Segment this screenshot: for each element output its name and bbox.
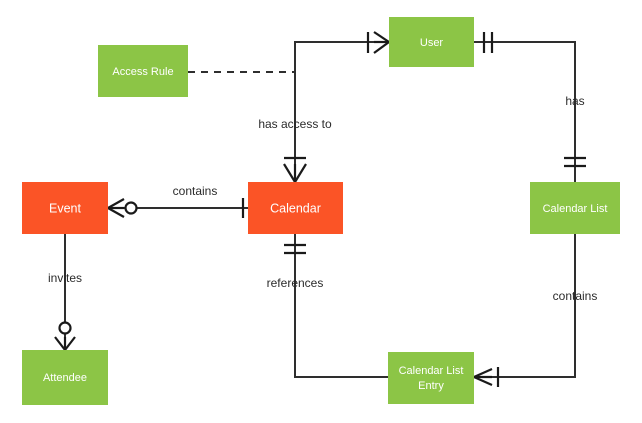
connector-calendar-user	[294, 41, 389, 182]
entity-calendar-list-box[interactable]	[530, 182, 620, 234]
entity-attendee-label: Attendee	[43, 372, 87, 384]
entity-calendar-list-label: Calendar List	[543, 203, 608, 215]
relationship-label-contains-list-entry: contains	[553, 289, 598, 303]
relationship-label-contains-event-calendar: contains	[173, 184, 218, 198]
entity-user-label: User	[420, 37, 444, 49]
cardinality-calendar-top-one-or-many	[283, 156, 307, 183]
cardinality-cleentry-right-one-or-many	[473, 367, 500, 387]
entity-user-box[interactable]	[389, 17, 474, 67]
cardinality-user-left-one-or-many	[366, 31, 390, 54]
relationship-label-invites: invites	[48, 271, 82, 285]
entity-access-rule[interactable]: Access Rule	[98, 45, 188, 97]
entity-calendar[interactable]: Calendar	[248, 182, 343, 234]
cardinality-user-right-exactly-one	[482, 32, 494, 53]
connector-calendarlist-cleentry	[474, 234, 576, 378]
entity-event[interactable]: Event	[22, 182, 108, 234]
cardinality-attendee-zero-or-many	[54, 321, 76, 351]
entity-calendar-list-entry[interactable]: Calendar List Entry	[388, 352, 474, 404]
connector-calendar-cleentry	[294, 234, 388, 378]
cardinality-calendarlist-top-exactly-one	[564, 156, 586, 168]
relationship-label-has: has	[565, 94, 584, 108]
connector-user-calendarlist	[474, 41, 576, 182]
relationship-label-references: references	[267, 276, 324, 290]
entity-user[interactable]: User	[389, 17, 474, 67]
entity-access-rule-box[interactable]	[98, 45, 188, 97]
entity-calendar-list-entry-label-line1: Calendar List	[399, 365, 464, 377]
entity-event-box[interactable]	[22, 182, 108, 234]
entity-attendee[interactable]: Attendee	[22, 350, 108, 405]
entity-event-label: Event	[49, 201, 81, 215]
cardinality-event-zero-or-many	[107, 198, 138, 218]
relationship-label-has-access-to: has access to	[258, 117, 332, 131]
entity-calendar-box[interactable]	[248, 182, 343, 234]
entity-calendar-list[interactable]: Calendar List	[530, 182, 620, 234]
entity-calendar-list-entry-box[interactable]	[388, 352, 474, 404]
entity-calendar-label: Calendar	[270, 201, 321, 215]
cardinality-calendar-bottom-exactly-one	[284, 243, 306, 255]
entity-attendee-box[interactable]	[22, 350, 108, 405]
entity-access-rule-label: Access Rule	[112, 66, 173, 78]
entity-calendar-list-entry-label-line2: Entry	[418, 380, 444, 392]
